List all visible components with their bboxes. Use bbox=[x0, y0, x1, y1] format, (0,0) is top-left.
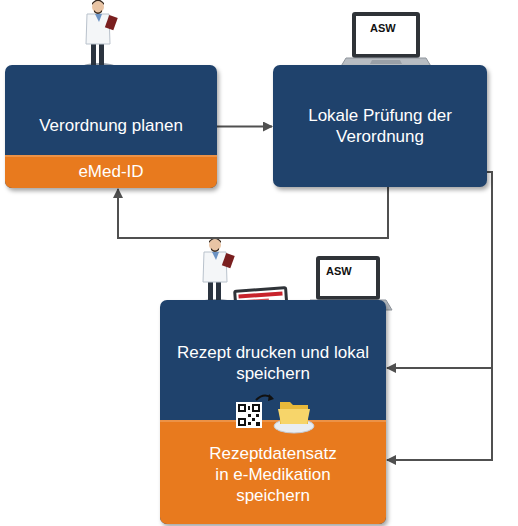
qr-code-icon bbox=[236, 402, 262, 428]
doctor-figure bbox=[200, 238, 235, 306]
box-text: Rezept drucken und lokal speichern bbox=[168, 342, 378, 384]
band-box: Rezeptdatensatz in e-Medikation speicher… bbox=[160, 420, 386, 524]
flow-arrow bbox=[387, 172, 492, 460]
screen-label: ASW bbox=[326, 265, 352, 277]
box-text: Rezeptdatensatz in e-Medikation speicher… bbox=[203, 443, 343, 506]
transfer-arrowhead bbox=[268, 394, 274, 401]
flow-arrow bbox=[217, 126, 272, 128]
box-text: Lokale Prüfung der Verordnung bbox=[281, 105, 479, 147]
band-box: eMed-ID bbox=[5, 155, 217, 188]
laptop-icon bbox=[340, 12, 432, 68]
flow-arrow bbox=[387, 172, 492, 368]
box-text: eMed-ID bbox=[78, 161, 143, 182]
doctor-figure bbox=[83, 0, 118, 69]
process-box: Rezept drucken und lokal speichernRezept… bbox=[160, 300, 386, 524]
folder-icon bbox=[274, 402, 314, 433]
box-text: Verordnung planen bbox=[39, 115, 183, 136]
flow-arrow bbox=[118, 187, 388, 238]
screen-label: ASW bbox=[370, 22, 396, 34]
process-box: Lokale Prüfung der Verordnung bbox=[273, 65, 487, 187]
process-box: Verordnung planen eMed-ID bbox=[5, 65, 217, 188]
qr-folder-icons bbox=[230, 392, 330, 436]
